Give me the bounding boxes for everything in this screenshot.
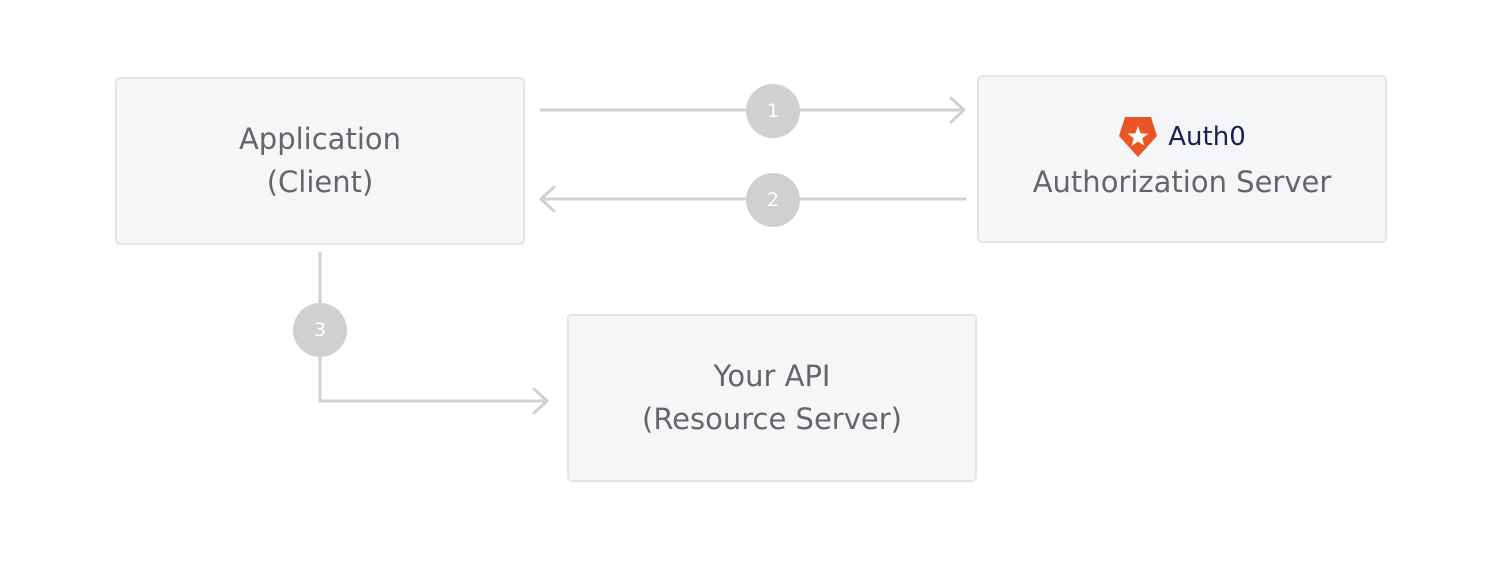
step-2-badge: 2 (746, 173, 800, 227)
node-api-subtitle: (Resource Server) (642, 402, 902, 436)
node-api-title: Your API (713, 359, 831, 393)
auth0-shield-icon (1119, 116, 1158, 157)
arrow-head-app-to-auth (949, 96, 966, 124)
node-application-subtitle: (Client) (266, 165, 374, 199)
node-authorization-server: Auth0 Authorization Server (977, 75, 1387, 243)
arrow-app-to-api (318, 251, 549, 403)
auth0-brand-name: Auth0 (1168, 121, 1246, 152)
step-3-badge: 3 (293, 303, 347, 357)
arrow-head-app-to-api (532, 387, 549, 415)
step-1-badge: 1 (746, 84, 800, 138)
node-application: Application (Client) (115, 77, 525, 245)
node-application-title: Application (238, 122, 402, 156)
node-resource-server: Your API (Resource Server) (567, 314, 977, 482)
node-authorization-title: Authorization Server (1032, 164, 1332, 199)
arrow-head-auth-to-app (539, 185, 556, 213)
auth0-brand: Auth0 (1118, 115, 1246, 159)
